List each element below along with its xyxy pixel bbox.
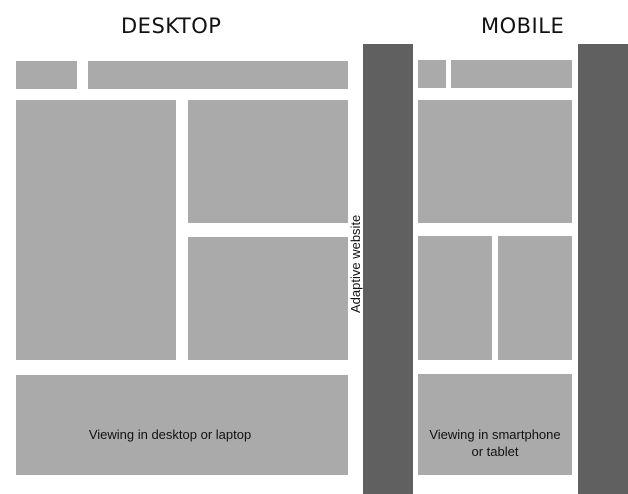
mobile-caption: Viewing in smartphone or tablet <box>418 426 572 460</box>
mobile-caption-line1: Viewing in smartphone <box>429 427 561 442</box>
desktop-footer-block <box>16 375 348 475</box>
desktop-bottom-right-block <box>188 237 348 360</box>
mobile-left-block <box>418 236 492 360</box>
mobile-caption-line2: or tablet <box>471 444 519 459</box>
mobile-side-bar <box>578 44 628 494</box>
mobile-logo-block <box>418 60 446 88</box>
desktop-nav-block <box>88 61 348 89</box>
mobile-heading: MOBILE <box>481 14 565 38</box>
mobile-main-block <box>418 100 572 223</box>
desktop-logo-block <box>16 61 77 89</box>
mobile-right-block <box>498 236 572 360</box>
desktop-tall-block <box>16 100 176 360</box>
desktop-caption: Viewing in desktop or laptop <box>88 427 252 442</box>
desktop-heading: DESKTOP <box>121 14 222 38</box>
mobile-footer-block <box>418 374 572 475</box>
divider-bar <box>363 44 413 494</box>
mobile-nav-block <box>451 60 572 88</box>
desktop-top-right-block <box>188 100 348 223</box>
divider-label: Adaptive website <box>348 214 363 313</box>
